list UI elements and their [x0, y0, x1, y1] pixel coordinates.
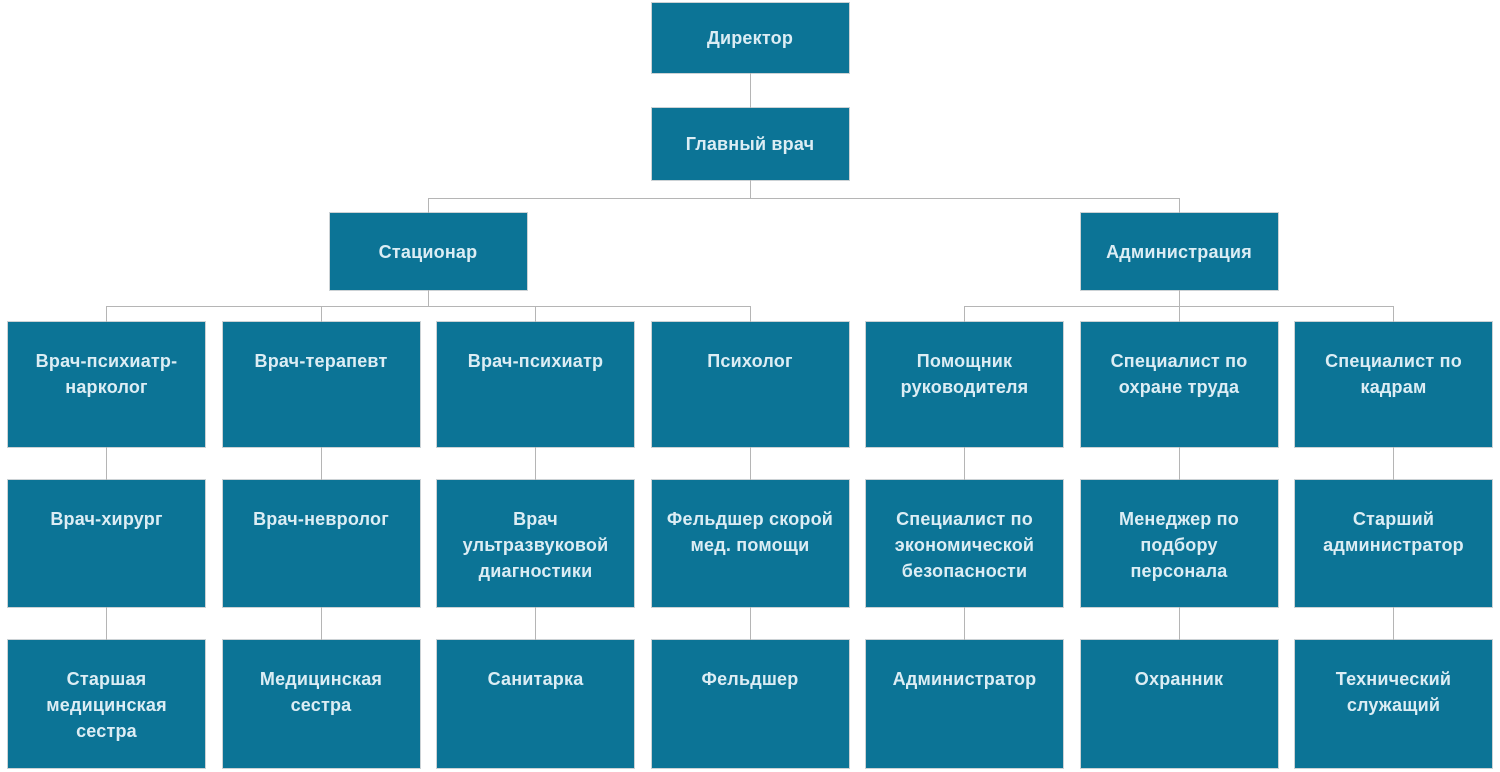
node-c4-r0: Помощник руководителя: [866, 322, 1063, 447]
node-c4-r2: Администратор: [866, 640, 1063, 768]
node-label: Врач-психиатр: [467, 351, 604, 371]
connector-line: [320, 447, 322, 480]
node-label: Врач-невролог: [253, 509, 389, 529]
node-c4-r1: Специалист по экономической безопасности: [866, 480, 1063, 607]
node-label: Фельдшер скорой мед. помощи: [666, 509, 834, 555]
connector-line: [1393, 447, 1394, 480]
node-branch-stationar: Стационар: [329, 213, 527, 290]
node-label: Врач-терапевт: [254, 351, 388, 371]
node-label: Администратор: [892, 669, 1037, 689]
node-c1-r0: Врач-терапевт: [222, 322, 420, 447]
connector-line: [749, 73, 751, 108]
connector-line: [1178, 607, 1180, 640]
node-label: Врач-хирург: [50, 509, 163, 529]
connector-line: [106, 607, 107, 640]
node-label: Медицинская сестра: [259, 669, 383, 715]
node-c0-r2: Старшая медицинская сестра: [8, 640, 205, 768]
connector-line: [1178, 290, 1180, 306]
node-label: Старший администратор: [1323, 509, 1464, 555]
node-label: Технический служащий: [1335, 669, 1452, 715]
node-c6-r1: Старший администратор: [1295, 480, 1492, 607]
node-c0-r1: Врач-хирург: [8, 480, 205, 607]
node-c5-r1: Менеджер по подбору персонала: [1080, 480, 1278, 607]
connector-line: [749, 180, 751, 198]
node-label: Старшая медицинская сестра: [46, 669, 167, 741]
connector-line: [1178, 306, 1180, 322]
node-label: Главный врач: [685, 134, 815, 154]
node-label: Специалист по экономической безопасности: [894, 509, 1035, 581]
connector-line: [427, 198, 1180, 199]
node-c2-r2: Санитарка: [437, 640, 634, 768]
node-label: Стационар: [378, 241, 478, 262]
node-c1-r2: Медицинская сестра: [222, 640, 420, 768]
connector-line: [749, 447, 751, 480]
connector-line: [106, 447, 107, 480]
node-label: Администрация: [1106, 241, 1252, 262]
node-c6-r0: Специалист по кадрам: [1295, 322, 1492, 447]
node-c3-r0: Психолог: [651, 322, 849, 447]
connector-line: [1178, 198, 1180, 213]
node-label: Психолог: [707, 351, 793, 371]
connector-line: [964, 306, 965, 322]
connector-line: [749, 607, 751, 640]
node-c2-r0: Врач-психиатр: [437, 322, 634, 447]
node-c5-r0: Специалист по охране труда: [1080, 322, 1278, 447]
node-director: Директор: [651, 3, 849, 73]
connector-line: [535, 607, 536, 640]
connector-line: [1393, 607, 1394, 640]
node-c1-r1: Врач-невролог: [222, 480, 420, 607]
connector-line: [535, 306, 536, 322]
node-label: Фельдшер: [701, 669, 799, 689]
node-label: Помощник руководителя: [900, 351, 1029, 397]
connector-line: [749, 306, 751, 322]
connector-line: [427, 198, 429, 213]
connector-line: [1393, 306, 1394, 322]
node-c5-r2: Охранник: [1080, 640, 1278, 768]
connector-line: [535, 447, 536, 480]
node-c3-r2: Фельдшер: [651, 640, 849, 768]
connector-line: [320, 306, 322, 322]
node-branch-administration: Администрация: [1080, 213, 1278, 290]
node-chief-doctor: Главный врач: [651, 108, 849, 180]
connector-line: [1178, 447, 1180, 480]
node-label: Врач-психиатр- нарколог: [35, 351, 178, 397]
node-label: Специалист по кадрам: [1325, 351, 1462, 397]
node-c3-r1: Фельдшер скорой мед. помощи: [651, 480, 849, 607]
node-c6-r2: Технический служащий: [1295, 640, 1492, 768]
node-label: Директор: [706, 28, 794, 48]
node-label: Специалист по охране труда: [1110, 351, 1248, 397]
node-c2-r1: Врач ультразвуковой диагностики: [437, 480, 634, 607]
node-label: Охранник: [1134, 669, 1224, 689]
node-c0-r0: Врач-психиатр- нарколог: [8, 322, 205, 447]
connector-line: [106, 306, 107, 322]
connector-line: [427, 290, 429, 306]
node-label: Санитарка: [487, 669, 584, 689]
connector-line: [964, 447, 965, 480]
connector-line: [964, 607, 965, 640]
node-label: Врач ультразвуковой диагностики: [462, 509, 609, 581]
connector-line: [106, 306, 750, 307]
connector-line: [320, 607, 322, 640]
node-label: Менеджер по подбору персонала: [1119, 509, 1239, 581]
